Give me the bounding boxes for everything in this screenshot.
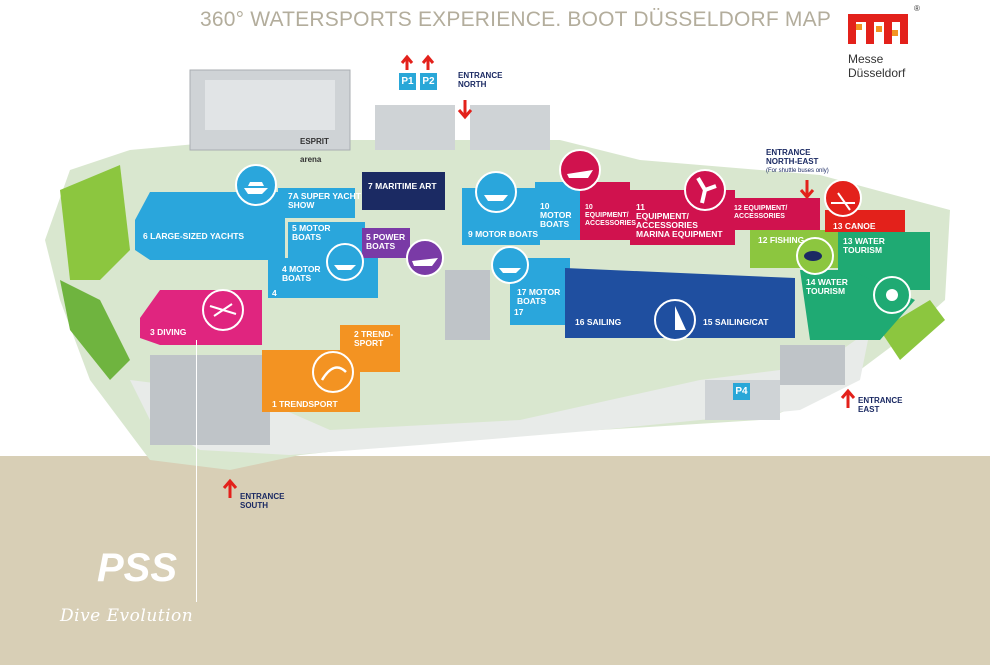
brand-divider bbox=[196, 340, 197, 602]
arrow-south-icon bbox=[222, 478, 238, 498]
hall-13-tourism-label: 13 WATER TOURISM bbox=[843, 236, 885, 255]
pss-logo-text: PSS bbox=[97, 546, 177, 587]
hall-5-power-label: 5 POWER BOATS bbox=[366, 232, 406, 251]
hall-14-label: 14 WATER TOURISM bbox=[806, 277, 848, 296]
hall-5-power[interactable] bbox=[362, 228, 410, 258]
fish-icon bbox=[796, 237, 834, 275]
entrance-north-east-label: ENTRANCE NORTH-EAST bbox=[766, 148, 819, 166]
arrow-north-east-icon bbox=[799, 180, 815, 200]
motor-yacht-icon bbox=[235, 164, 277, 206]
surfer-icon bbox=[312, 351, 354, 393]
east-building bbox=[780, 345, 845, 385]
north-building-2 bbox=[470, 105, 550, 150]
arrow-north-icon bbox=[457, 100, 473, 120]
entrance-north-label: ENTRANCE NORTH bbox=[458, 71, 503, 89]
motor-boat-9-icon bbox=[475, 171, 517, 213]
hall-17-number: 17 bbox=[514, 307, 524, 317]
entrance-east-label: ENTRANCE EAST bbox=[858, 396, 903, 414]
arrow-p2-icon bbox=[421, 54, 435, 70]
sun-icon bbox=[873, 276, 911, 314]
entrance-south-label: ENTRANCE SOUTH bbox=[240, 492, 285, 510]
arrow-east-icon bbox=[840, 388, 856, 408]
logo-line-1: Messe bbox=[848, 52, 884, 66]
sailboat-icon bbox=[654, 299, 696, 341]
arena-line-1: ESPRIT bbox=[300, 137, 329, 146]
hall-10-equipment-label: 10 EQUIPMENT/ ACCESSORIES bbox=[585, 204, 636, 227]
hall-10-equipment[interactable] bbox=[580, 182, 630, 240]
hall-10-motor[interactable] bbox=[535, 182, 580, 240]
canoe-icon bbox=[824, 179, 862, 217]
brand-tagline: Dive Evolution bbox=[60, 606, 194, 626]
north-building-1 bbox=[375, 105, 455, 150]
hall-7a-label: 7a SUPER YACHT SHOW bbox=[288, 191, 361, 210]
propeller-icon bbox=[684, 169, 726, 211]
hall-1-label: 1 TRENDSPORT bbox=[272, 399, 338, 409]
hall-11-label: 11 EQUIPMENT/ ACCESSORIES MARINA EQUIPME… bbox=[636, 202, 723, 239]
arrow-p1-icon bbox=[400, 54, 414, 70]
map-title: 360° WATERSPORTS EXPERIENCE. BOOT DÜSSEL… bbox=[200, 8, 832, 31]
hall-7a[interactable] bbox=[278, 188, 355, 218]
bottom-band bbox=[0, 456, 990, 665]
speedboat-icon bbox=[406, 239, 444, 277]
logo-line-2: Düsseldorf bbox=[848, 66, 906, 80]
registered-mark: ® bbox=[914, 4, 920, 13]
pss-logo-icon: PSS bbox=[97, 546, 177, 587]
hall-9-label: 9 MOTOR BOATS bbox=[468, 229, 539, 239]
hall-12[interactable] bbox=[730, 198, 820, 230]
hall-17-label: 17 MOTOR BOATS bbox=[517, 287, 561, 306]
hall-7-label: 7 MARITIME ART bbox=[368, 181, 437, 191]
arena-label: ESPRIT arena bbox=[300, 128, 329, 173]
hall-6[interactable] bbox=[135, 192, 285, 260]
hall-3-label: 3 DIVING bbox=[150, 327, 187, 337]
hall-6-label: 6 LARGE-SIZED YACHTS bbox=[143, 231, 245, 241]
green-park bbox=[60, 165, 130, 280]
messe-logo-icon bbox=[848, 14, 908, 44]
parking-p2[interactable]: P2 bbox=[420, 73, 437, 90]
messe-logo-text: Messe Düsseldorf bbox=[848, 52, 905, 80]
hall-12-fishing-label: 12 FISHING bbox=[758, 235, 805, 245]
south-entrance-building bbox=[150, 355, 270, 445]
motor-boat-icon bbox=[326, 243, 364, 281]
hall-13-canoe-label: 13 CANOE bbox=[833, 221, 876, 231]
hall-7[interactable] bbox=[362, 172, 445, 210]
hall-10-motor-label: 10 MOTOR BOATS bbox=[540, 201, 572, 229]
hall-12-label: 12 EQUIPMENT/ ACCESSORIES bbox=[734, 205, 788, 220]
hotel-tower bbox=[445, 270, 490, 340]
green-strip-east bbox=[880, 300, 945, 360]
road-area bbox=[130, 330, 870, 455]
parking-p1[interactable]: P1 bbox=[399, 73, 416, 90]
hall-2-label: 2 TREND- SPORT bbox=[354, 329, 394, 348]
jetski-icon bbox=[559, 149, 601, 191]
diver-icon bbox=[202, 289, 244, 331]
green-strip-south bbox=[60, 280, 130, 380]
hall-5-label: 5 MOTOR BOATS bbox=[292, 223, 331, 242]
hall-16-label: 16 SAILING bbox=[575, 317, 622, 327]
entrance-north-east-note: (For shuttle buses only) bbox=[766, 168, 829, 174]
hall-4-label: 4 bbox=[272, 288, 277, 298]
parking-p4[interactable]: P4 bbox=[733, 383, 750, 400]
arena-line-2: arena bbox=[300, 155, 322, 164]
hall-4-motor-label: 4 MOTOR BOATS bbox=[282, 264, 321, 283]
motor-boat-17-icon bbox=[491, 246, 529, 284]
arena-roof bbox=[205, 80, 335, 130]
hall-15-label: 15 SAILING/CAT bbox=[703, 317, 769, 327]
